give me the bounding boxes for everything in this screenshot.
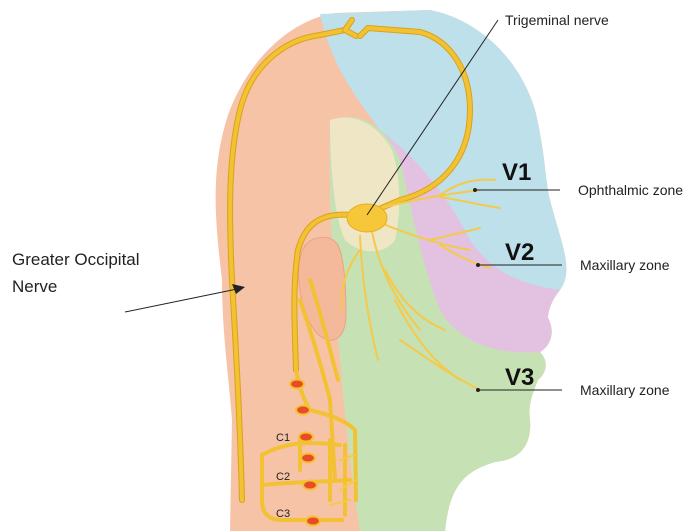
greater-occipital-label-line2: Nerve xyxy=(12,277,57,296)
v2-label: V2 xyxy=(505,239,534,266)
c-marker xyxy=(306,517,320,526)
c-marker xyxy=(299,433,313,442)
maxillary-zone-label-upper: Maxillary zone xyxy=(580,257,670,273)
v3-label: V3 xyxy=(505,364,534,391)
trigeminal-ganglion xyxy=(347,204,387,232)
trigeminal-label: Trigeminal nerve xyxy=(505,12,609,28)
greater-occipital-label-line1: Greater Occipital xyxy=(12,250,140,269)
c-marker xyxy=(303,481,317,490)
maxillary-zone-label-lower: Maxillary zone xyxy=(580,382,670,398)
c-marker xyxy=(296,406,310,415)
c2-label: C2 xyxy=(276,471,290,483)
ophthalmic-zone-label: Ophthalmic zone xyxy=(578,182,683,198)
c3-label: C3 xyxy=(276,508,290,520)
v1-label: V1 xyxy=(502,159,531,186)
c1-label: C1 xyxy=(276,432,290,444)
c-marker xyxy=(301,454,315,463)
c-marker xyxy=(290,380,304,389)
